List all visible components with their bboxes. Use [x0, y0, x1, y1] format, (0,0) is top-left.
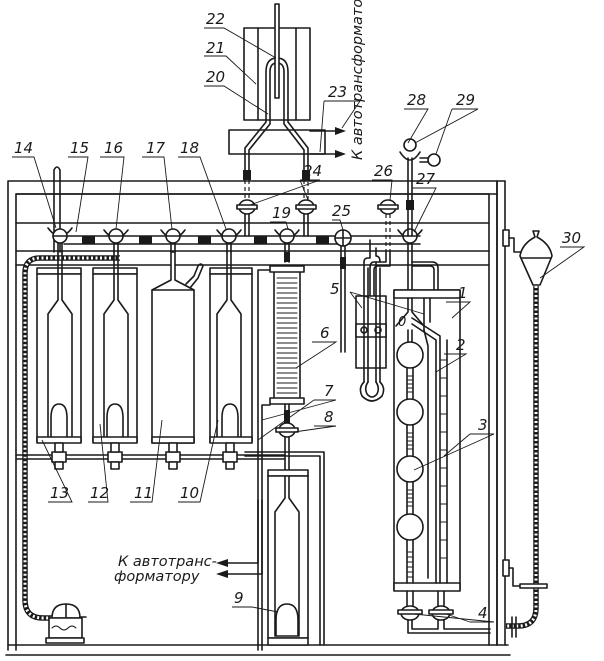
callout-3: 3 — [478, 416, 488, 434]
callout-16: 16 — [104, 139, 123, 157]
stopcocks-4 — [397, 590, 491, 634]
callout-22: 22 — [206, 10, 225, 28]
stopcock-14 — [47, 227, 73, 253]
callout-23: 23 — [328, 83, 347, 101]
mounting-nut — [222, 442, 238, 470]
absorption-pipette-10 — [209, 251, 253, 444]
stopcock-27 — [397, 228, 423, 244]
stopcock-handle-29 — [427, 153, 441, 167]
callout-19: 19 — [272, 204, 291, 222]
stopcock-24-left — [236, 199, 258, 237]
callout-14: 14 — [14, 139, 33, 157]
callout-25: 25 — [332, 202, 351, 220]
mounting-nut — [107, 442, 123, 470]
callout-29: 29 — [456, 91, 475, 109]
callout-13: 13 — [50, 484, 69, 502]
callout-15: 15 — [70, 139, 89, 157]
callout-labels: 14 15 16 17 18 19 20 21 22 23 24 25 26 2… — [14, 10, 581, 622]
callout-26: 26 — [374, 162, 393, 180]
callout-11: 11 — [134, 484, 153, 502]
leveling-bulb-bottom-left — [45, 603, 87, 644]
stopcock-8 — [275, 422, 299, 471]
left-rubber-hose — [22, 255, 120, 621]
callout-20: 20 — [206, 68, 225, 86]
stopcock-19 — [274, 228, 300, 263]
zero-mark: 0 — [398, 315, 406, 330]
stopcock-24-right — [295, 199, 317, 237]
stopcock-26 — [377, 199, 399, 252]
graduated-tube-2 — [411, 297, 448, 584]
gas-burette-1: 0 — [393, 289, 461, 592]
reaction-vessel-11 — [151, 251, 204, 444]
callout-2: 2 — [456, 336, 466, 354]
callout-21: 21 — [206, 39, 225, 57]
callout-6: 6 — [320, 324, 330, 342]
manifold-rubber-joint — [254, 236, 267, 244]
manifold-rubber-joint — [139, 236, 152, 244]
manifold-rubber-joint — [82, 236, 95, 244]
callout-8: 8 — [324, 408, 334, 426]
callout-7: 7 — [324, 382, 334, 400]
callout-5: 5 — [330, 280, 340, 298]
thermocouple-22 — [274, 3, 280, 99]
absorption-pipette-13 — [36, 251, 82, 444]
manometer-5 — [355, 239, 387, 402]
manifold-rubber-joint — [198, 236, 211, 244]
combustion-furnace — [228, 3, 326, 171]
callout-24: 24 — [303, 162, 322, 180]
collection-vessel-9 — [267, 469, 309, 646]
callout-1: 1 — [458, 284, 468, 302]
absorption-pipette-12 — [92, 251, 138, 444]
callout-28: 28 — [407, 91, 426, 109]
furnace-base — [228, 129, 326, 155]
callout-17: 17 — [146, 139, 166, 157]
lower-gas-lines — [15, 449, 325, 646]
pipette-mount-rail — [15, 442, 286, 470]
callout-27: 27 — [416, 170, 436, 188]
callout-12: 12 — [90, 484, 109, 502]
leveling-bottle-30 — [502, 229, 553, 638]
stopcock-17 — [160, 228, 186, 253]
caption-to-autotransformer-top: К автотрансформатору — [350, 0, 366, 160]
stopcock-16 — [103, 228, 129, 253]
caption-to-autotransformer-bottom-line2: форматору — [114, 569, 200, 585]
leader-lines — [12, 27, 586, 623]
autotransformer-leads-23 — [309, 127, 346, 158]
mounting-nut — [165, 442, 181, 470]
caption-to-autotransformer-bottom-line1: К автотранс- — [118, 554, 217, 570]
manifold-rubber-joint — [316, 236, 329, 244]
callout-30: 30 — [562, 229, 581, 247]
callout-10: 10 — [180, 484, 199, 502]
burette-water-jacket — [393, 289, 461, 591]
callout-18: 18 — [180, 139, 199, 157]
callout-9: 9 — [234, 589, 244, 607]
cooler-coil — [273, 269, 301, 403]
cooler-6 — [269, 265, 305, 405]
vent-tube-15 — [53, 166, 61, 253]
stopcock-18 — [216, 228, 242, 253]
stopcock-25 — [334, 229, 352, 353]
mounting-nut — [51, 442, 67, 470]
autotransformer-leads-bottom — [216, 499, 263, 578]
callout-4: 4 — [478, 604, 488, 622]
burette-bulbs — [395, 297, 425, 584]
